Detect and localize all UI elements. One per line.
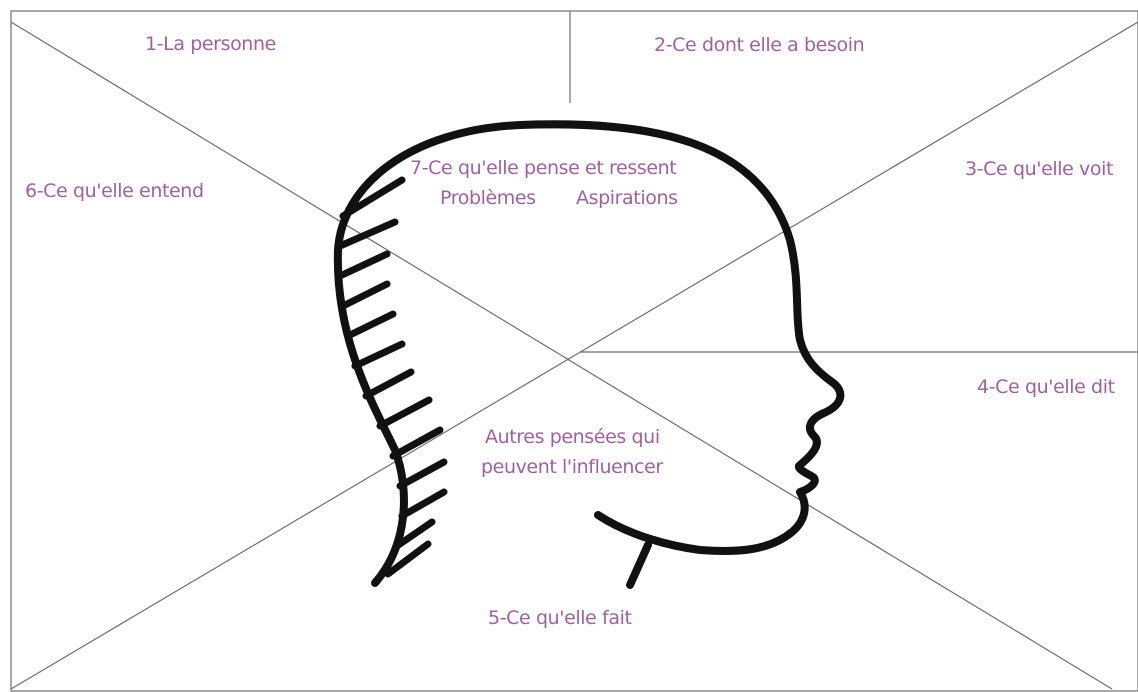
label-hears: 6-Ce qu'elle entend xyxy=(25,182,204,201)
label-says: 4-Ce qu'elle dit xyxy=(977,378,1115,397)
label-needs: 2-Ce dont elle a besoin xyxy=(654,36,864,55)
label-problems: Problèmes xyxy=(440,189,536,208)
label-does: 5-Ce qu'elle fait xyxy=(488,609,632,628)
hair-hatching xyxy=(340,180,444,574)
label-thinks-feels: 7-Ce qu'elle pense et ressent xyxy=(410,159,676,178)
label-person: 1-La personne xyxy=(145,35,276,54)
label-sees: 3-Ce qu'elle voit xyxy=(965,160,1113,179)
label-aspirations: Aspirations xyxy=(576,189,678,208)
label-other-thoughts-line1: Autres pensées qui xyxy=(485,428,660,447)
label-other-thoughts-line2: peuvent l'influencer xyxy=(481,458,663,477)
